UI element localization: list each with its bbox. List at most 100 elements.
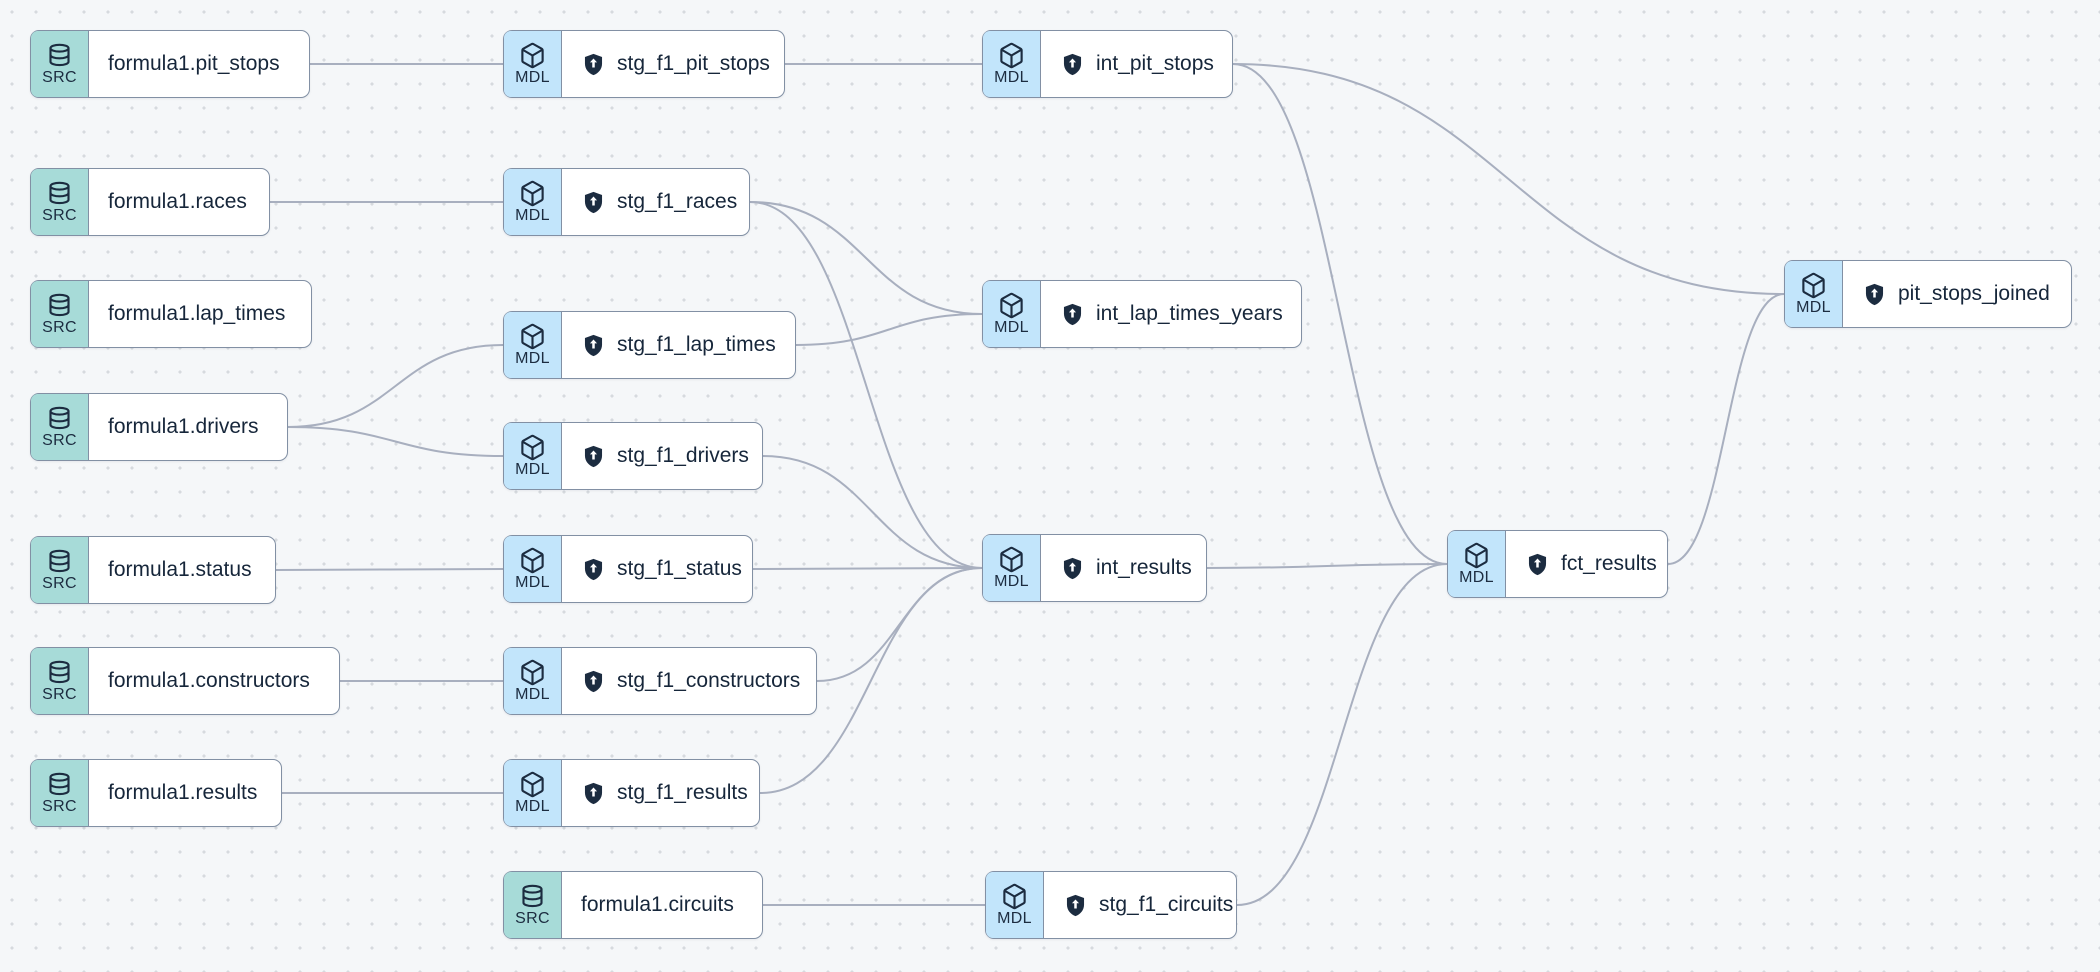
shield-arrow-icon [1063,893,1088,918]
shield-arrow-icon [581,52,606,77]
type-badge-label: SRC [42,574,77,592]
node-stg_f1_races[interactable]: MDL stg_f1_races [503,168,750,236]
edge-stg_races-to-int_results [749,201,983,569]
model-type-badge: MDL [983,535,1041,601]
edge-stg_races-to-int_lap_times_years [749,201,983,315]
node-int_results[interactable]: MDL int_results [982,534,1207,602]
node-label-area: formula1.lap_times [89,281,311,347]
edge-fct_results-to-pit_stops_joined [1667,293,1785,565]
source-type-badge: SRC [31,31,89,97]
shield-arrow-icon [1862,282,1887,307]
type-badge-label: MDL [515,685,550,703]
node-label-area: formula1.drivers [89,394,287,460]
model-type-badge: MDL [1448,531,1506,597]
model-type-badge: MDL [1785,261,1843,327]
node-fct_results[interactable]: MDL fct_results [1447,530,1668,598]
shield-arrow-icon [1525,552,1550,577]
node-int_lap_times_years[interactable]: MDL int_lap_times_years [982,280,1302,348]
cube-icon [519,771,546,798]
edge-stg_status-to-int_results [752,567,983,570]
model-type-badge: MDL [983,31,1041,97]
type-badge-label: MDL [1796,298,1831,316]
node-label-area: formula1.constructors [89,648,339,714]
node-formula1-drivers[interactable]: SRC formula1.drivers [30,393,288,461]
shield-arrow-icon [581,557,606,582]
type-badge-label: SRC [42,431,77,449]
node-name: pit_stops_joined [1898,282,2050,305]
database-icon [46,548,73,575]
node-stg_f1_pit_stops[interactable]: MDL stg_f1_pit_stops [503,30,785,98]
source-type-badge: SRC [504,872,562,938]
model-type-badge: MDL [504,648,562,714]
edge-stg_drivers-to-int_results [762,455,983,569]
edge-int_pit_stops-to-fct_results [1232,63,1448,565]
edge-src_drivers-to-stg_drivers [287,426,504,457]
edge-src_drivers-to-stg_lap_times [287,344,504,428]
node-label-area: stg_f1_lap_times [562,312,796,378]
cube-icon [519,180,546,207]
node-name: stg_f1_races [617,190,738,213]
node-label-area: formula1.status [89,537,275,603]
node-name: stg_f1_pit_stops [617,52,770,75]
node-label-area: int_pit_stops [1041,31,1234,97]
model-type-badge: MDL [504,536,562,602]
cube-icon [998,546,1025,573]
database-icon [46,180,73,207]
node-name: fct_results [1561,552,1657,575]
shield-arrow-icon [581,444,606,469]
node-name: int_lap_times_years [1096,302,1283,325]
edge-int_results-to-fct_results [1206,563,1448,569]
database-icon [46,42,73,69]
database-icon [46,292,73,319]
node-label-area: pit_stops_joined [1843,261,2071,327]
edge-stg_circuits-to-fct_results [1236,563,1448,906]
node-formula1-lap_times[interactable]: SRC formula1.lap_times [30,280,312,348]
node-name: stg_f1_drivers [617,444,749,467]
node-label-area: formula1.circuits [562,872,762,938]
model-type-badge: MDL [504,760,562,826]
node-label-area: stg_f1_drivers [562,423,769,489]
node-name: stg_f1_results [617,781,748,804]
node-name: stg_f1_circuits [1099,893,1234,916]
node-name: int_results [1096,556,1192,579]
node-formula1-status[interactable]: SRC formula1.status [30,536,276,604]
model-type-badge: MDL [504,169,562,235]
database-icon [46,771,73,798]
node-name: formula1.lap_times [108,302,286,325]
type-badge-label: MDL [515,460,550,478]
type-badge-label: MDL [515,206,550,224]
node-label-area: stg_f1_results [562,760,768,826]
shield-arrow-icon [581,190,606,215]
node-stg_f1_results[interactable]: MDL stg_f1_results [503,759,760,827]
node-label-area: stg_f1_status [562,536,762,602]
node-stg_f1_drivers[interactable]: MDL stg_f1_drivers [503,422,763,490]
type-badge-label: MDL [994,572,1029,590]
node-label-area: stg_f1_circuits [1044,872,1253,938]
cube-icon [519,547,546,574]
shield-arrow-icon [1060,556,1085,581]
node-name: formula1.constructors [108,669,310,692]
node-name: stg_f1_lap_times [617,333,776,356]
cube-icon [1800,272,1827,299]
type-badge-label: MDL [994,318,1029,336]
type-badge-label: SRC [42,318,77,336]
edge-stg_constructors-to-int_results [816,567,983,682]
cube-icon [519,659,546,686]
cube-icon [1001,883,1028,910]
node-pit_stops_joined[interactable]: MDL pit_stops_joined [1784,260,2072,328]
node-name: formula1.status [108,558,252,581]
cube-icon [519,434,546,461]
model-type-badge: MDL [504,31,562,97]
